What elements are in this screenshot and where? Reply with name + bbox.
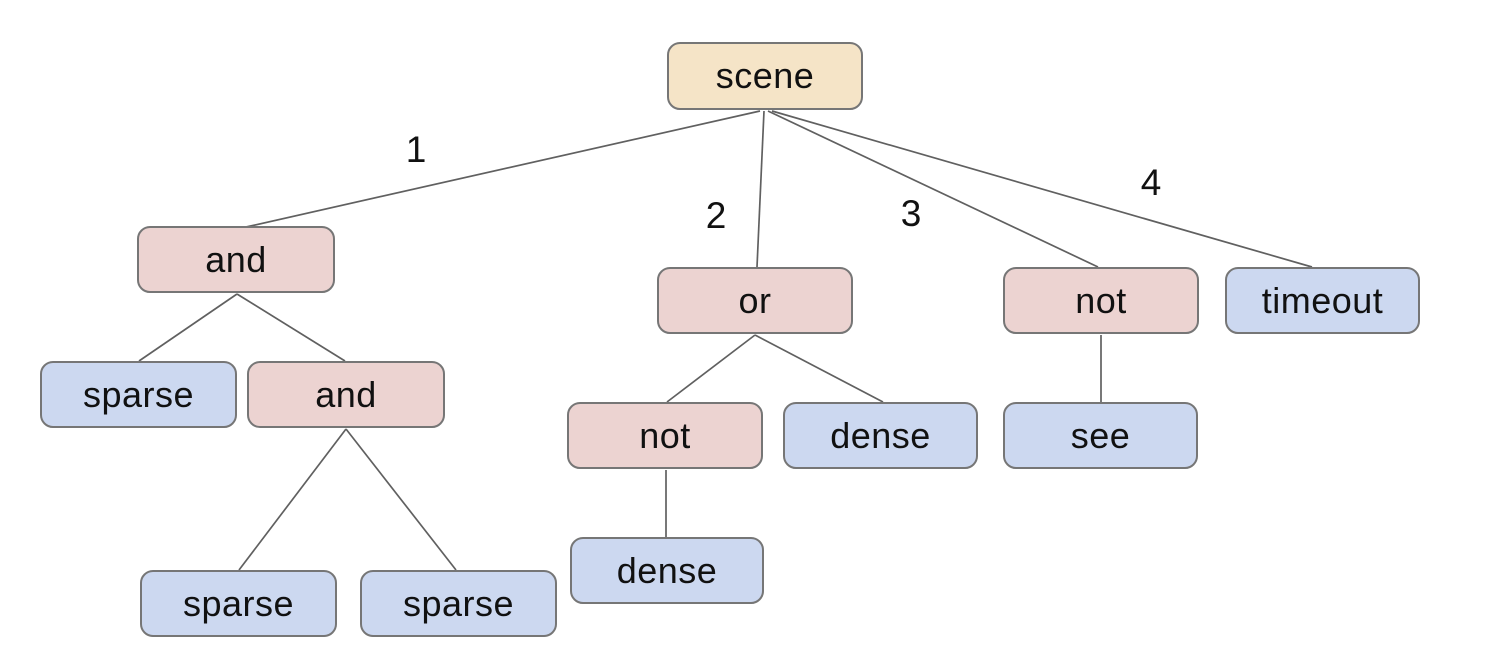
edge-and1-and2 [236,293,346,362]
edge-scene-timeout1 [771,110,1313,268]
edge-and1-sparse1 [138,293,238,362]
edge-and2-sparse2 [238,428,347,571]
edge-or1-not1 [666,334,756,403]
edge-scene-and1 [245,110,761,228]
edge-scene-not2 [767,110,1099,268]
edge-and2-sparse3 [345,428,457,571]
edge-or1-dense1 [754,334,884,403]
edge-scene-or1 [756,110,765,268]
